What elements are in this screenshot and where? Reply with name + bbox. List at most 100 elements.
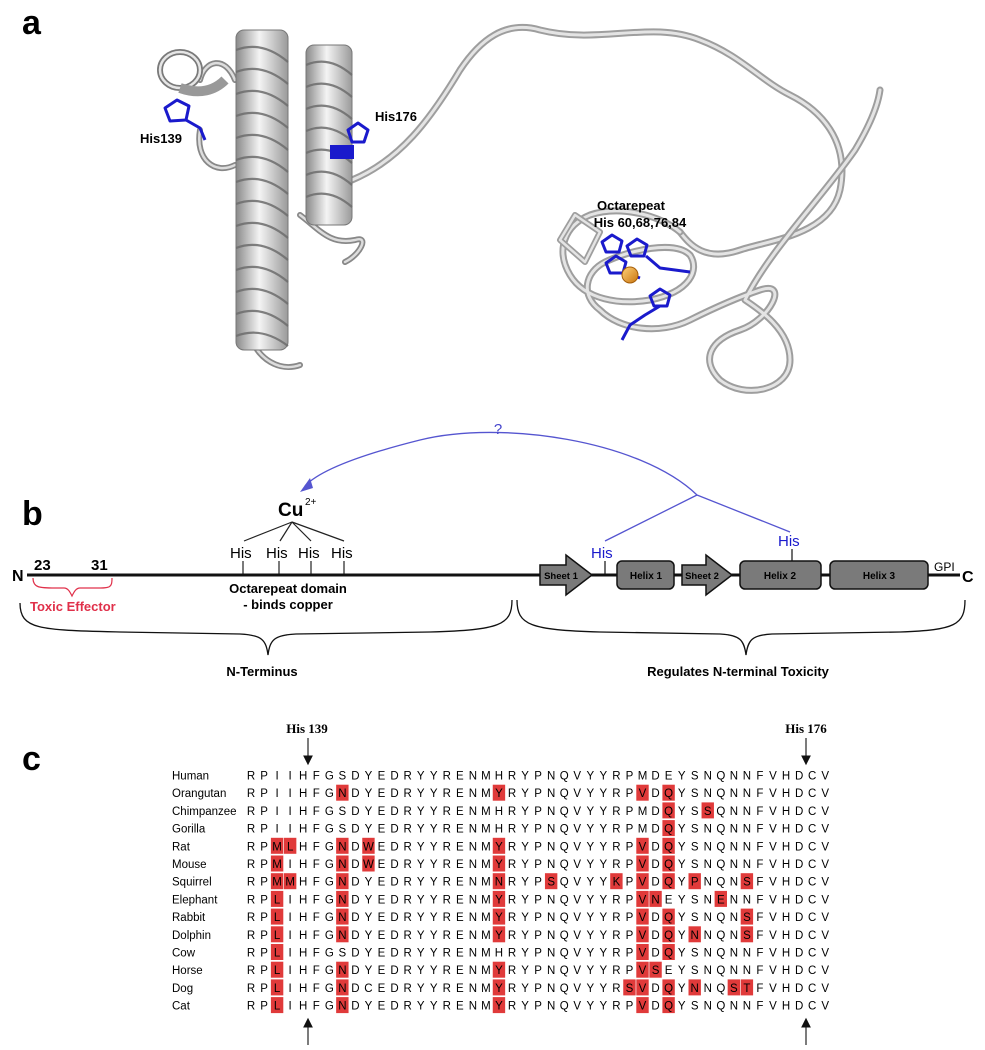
substitution-highlight: [492, 908, 506, 925]
residue: R: [612, 1001, 620, 1013]
residue: R: [508, 877, 516, 889]
sheet-2-label: Sheet 2: [685, 571, 719, 582]
residue: E: [456, 859, 464, 871]
substitution-highlight: [662, 873, 675, 890]
residue: V: [769, 841, 777, 853]
residue: E: [378, 859, 386, 871]
substitution-highlight: [688, 873, 701, 890]
residue: H: [299, 771, 307, 783]
residue: V: [639, 930, 647, 942]
residue: Y: [521, 894, 529, 906]
residue: Q: [664, 912, 673, 924]
residue: R: [508, 841, 516, 853]
residue: P: [260, 771, 268, 783]
residue: V: [769, 877, 777, 889]
residue: I: [289, 806, 292, 818]
residue: M: [481, 771, 491, 783]
residue: M: [481, 841, 491, 853]
residue: N: [730, 912, 738, 924]
substitution-highlight: [688, 979, 701, 996]
residue: W: [363, 841, 374, 853]
residue: F: [756, 965, 763, 977]
species-labels: HumanOrangutanChimpanzeeGorillaRatMouseS…: [172, 771, 237, 1013]
species-label-dolphin: Dolphin: [172, 930, 211, 942]
residue: D: [351, 806, 359, 818]
residue: V: [639, 788, 647, 800]
residue: Y: [417, 930, 425, 942]
species-label-elephant: Elephant: [172, 894, 218, 906]
residue: R: [403, 983, 411, 995]
residue: Y: [495, 1001, 503, 1013]
residue: D: [390, 788, 398, 800]
residue: N: [338, 788, 346, 800]
residue: Y: [586, 948, 594, 960]
residue: R: [247, 877, 255, 889]
residue: P: [534, 841, 542, 853]
residue: N: [547, 771, 555, 783]
residue: L: [274, 894, 281, 906]
residue: Y: [586, 877, 594, 889]
residue: N: [704, 1001, 712, 1013]
residue: H: [782, 771, 790, 783]
residue: N: [743, 771, 751, 783]
residue: P: [534, 965, 542, 977]
panel-b-letter: b: [22, 495, 43, 533]
residue: P: [260, 1001, 268, 1013]
residue: H: [495, 824, 503, 836]
residue: H: [782, 806, 790, 818]
substitution-highlight: [336, 997, 349, 1014]
species-label-horse: Horse: [172, 965, 203, 977]
residue: R: [508, 983, 516, 995]
substitution-highlight: [492, 855, 506, 872]
residue: R: [403, 824, 411, 836]
residue: Y: [600, 877, 608, 889]
species-label-dog: Dog: [172, 983, 193, 995]
residue: Q: [560, 965, 569, 977]
residue: P: [260, 930, 268, 942]
residue: Y: [365, 771, 373, 783]
residue: F: [313, 894, 320, 906]
residue-31-label: 31: [91, 557, 108, 574]
residue: S: [691, 948, 699, 960]
residue: R: [508, 806, 516, 818]
residue: P: [260, 965, 268, 977]
residue: H: [299, 806, 307, 818]
residue: Q: [664, 788, 673, 800]
substitution-highlight: [270, 944, 284, 960]
residue: N: [730, 948, 738, 960]
residue: G: [325, 965, 334, 977]
residue: M: [481, 877, 491, 889]
helix-1: Helix 1: [616, 560, 675, 590]
substitution-highlight: [492, 890, 506, 907]
his-ligand-4: His: [331, 545, 353, 562]
residue: D: [390, 948, 398, 960]
c-terminus-letter: C: [962, 569, 974, 586]
residue: N: [547, 930, 555, 942]
his139-marker-label: His: [591, 545, 613, 562]
residue: G: [325, 877, 334, 889]
residue: G: [325, 983, 334, 995]
residue: H: [495, 771, 503, 783]
residue: R: [443, 771, 451, 783]
residue: N: [743, 788, 751, 800]
residue: V: [639, 859, 647, 871]
residue: Y: [678, 930, 686, 942]
n-terminus-label: N-Terminus: [226, 664, 297, 679]
substitution-highlight: [636, 944, 649, 960]
residue: R: [443, 806, 451, 818]
residue: N: [338, 877, 346, 889]
residue: Y: [430, 841, 438, 853]
residue: Q: [664, 948, 673, 960]
his-ligand-1: His: [230, 545, 252, 562]
residue: V: [573, 948, 581, 960]
residue: D: [651, 912, 659, 924]
residue: V: [573, 877, 581, 889]
species-label-mouse: Mouse: [172, 859, 207, 871]
residue: N: [338, 1001, 346, 1013]
helix-long-left: [235, 29, 289, 351]
residue: Y: [430, 948, 438, 960]
helix-right: [305, 44, 353, 226]
residue: S: [691, 841, 699, 853]
